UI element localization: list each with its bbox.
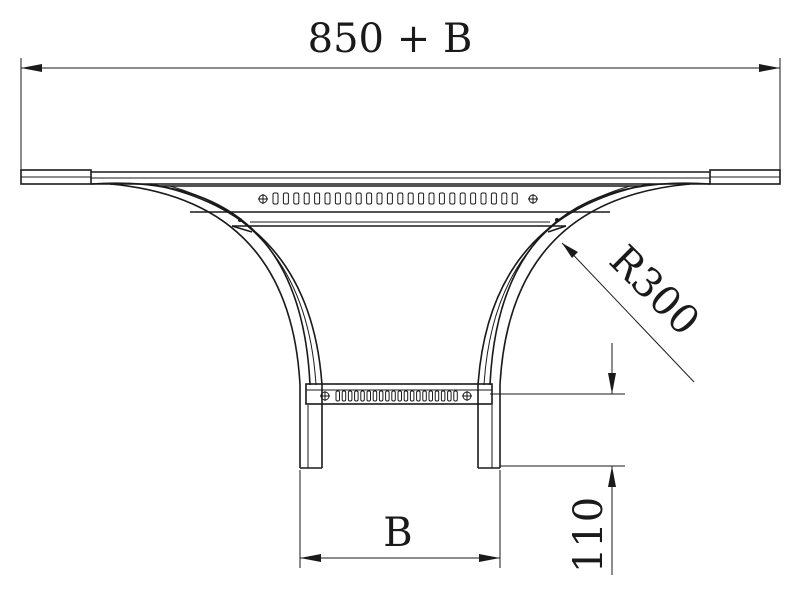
rung-slot: [449, 192, 456, 205]
rung-slot: [272, 192, 279, 205]
upper-rung: [160, 185, 640, 227]
rung-slot: [434, 390, 440, 402]
lower-rung: [305, 383, 493, 405]
rung-slot: [422, 390, 427, 402]
rung-slot: [354, 390, 359, 402]
rung-slot: [386, 192, 393, 205]
rung-slot: [366, 390, 371, 402]
rung-slot: [345, 192, 352, 205]
height-label: 110: [566, 497, 612, 573]
rung-slot: [366, 192, 373, 205]
rung-slot: [334, 192, 341, 205]
upper-rung-slots: [272, 192, 518, 205]
rung-slot: [501, 192, 508, 205]
upper-rung-bolt-left: [258, 194, 268, 204]
rung-slot: [391, 390, 396, 402]
rung-slot: [409, 390, 415, 402]
right-curved-rail: [477, 182, 711, 386]
rung-slot: [335, 390, 340, 402]
height-dimension: 110: [490, 343, 625, 575]
rung-slot: [470, 192, 477, 205]
left-curved-rail: [90, 182, 323, 386]
rung-slot: [372, 390, 378, 402]
rung-slot: [418, 192, 425, 205]
rung-slot: [428, 192, 435, 205]
arrowhead-left: [21, 64, 42, 72]
rung-slot: [378, 390, 384, 402]
lower-rung-bolt-right: [462, 391, 472, 401]
rung-slot: [490, 192, 497, 205]
upper-rung-bolt-right: [528, 194, 538, 204]
rung-slot: [360, 390, 365, 402]
lower-rung-bolt-left: [320, 391, 330, 401]
main-rail: [20, 169, 781, 185]
radius-dimension: R300: [561, 237, 708, 383]
rung-slot: [447, 390, 452, 402]
rung-slot: [293, 192, 300, 205]
rung-slot: [355, 192, 362, 205]
rung-slot: [347, 390, 353, 402]
overall-width-label: 850 + B: [308, 16, 473, 62]
rung-slot: [403, 390, 409, 402]
rung-slot: [303, 192, 310, 205]
rung-slot: [314, 192, 321, 205]
rung-slot: [324, 192, 331, 205]
rung-slot: [397, 192, 404, 205]
radius-label: R300: [600, 237, 708, 345]
radius-arrowhead: [562, 243, 578, 258]
overall-width-dimension: 850 + B: [20, 16, 781, 180]
rung-slot: [440, 390, 446, 402]
branch-width-dimension: B: [299, 470, 501, 568]
radius-leader-line: [561, 242, 695, 383]
rung-slot: [438, 192, 445, 205]
arrowhead-right: [759, 64, 780, 72]
lower-rung-slots: [335, 390, 458, 402]
rung-slot: [282, 192, 289, 205]
rung-slot: [511, 192, 518, 205]
rung-slot: [459, 192, 466, 205]
branch-legs: [299, 385, 501, 469]
rung-slot: [453, 390, 458, 402]
rung-slot: [407, 192, 414, 205]
rung-slot: [397, 390, 402, 402]
rung-slot: [428, 390, 433, 402]
rung-slot: [385, 390, 390, 402]
branch-width-label: B: [383, 510, 412, 556]
rung-slot: [341, 390, 347, 402]
rung-slot: [480, 192, 487, 205]
rung-slot: [376, 192, 383, 205]
rung-slot: [416, 390, 421, 402]
